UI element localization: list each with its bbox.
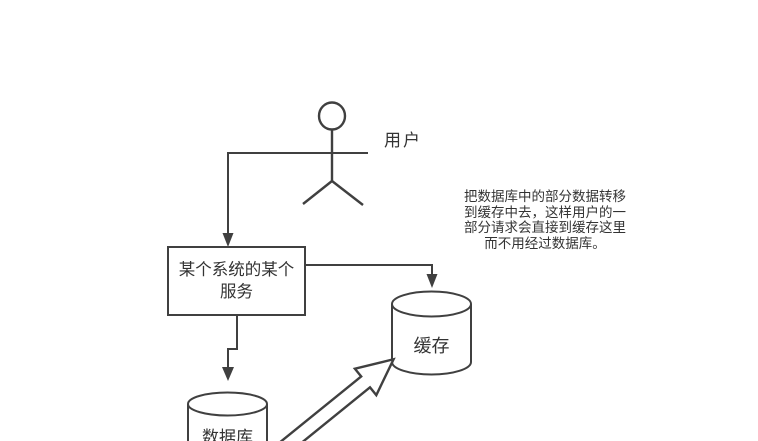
database-to-cache-block-arrow xyxy=(277,357,396,441)
arrowhead-into-cache xyxy=(426,274,438,288)
database-label: 数据库 xyxy=(202,428,253,441)
service-box-label-line2: 服务 xyxy=(220,283,253,301)
database-cylinder xyxy=(187,391,268,441)
user-actor-figure xyxy=(302,101,364,206)
annotation-line-3: 部分请求会直接到缓存这里 xyxy=(464,220,626,236)
database-cylinder-top xyxy=(187,391,268,417)
cache-cylinder-top xyxy=(391,290,472,318)
annotation-note: 把数据库中的部分数据转移 到缓存中去，这样用户的一 部分请求会直接到缓存这里 而… xyxy=(448,189,642,251)
annotation-line-2: 到缓存中去，这样用户的一 xyxy=(464,204,626,220)
user-to-service-connector xyxy=(222,152,368,247)
actor-right-leg xyxy=(331,180,364,206)
cache-cylinder xyxy=(391,290,472,376)
arrowhead-into-database xyxy=(222,367,234,381)
arrowhead-into-service xyxy=(222,233,234,247)
actor-head xyxy=(317,101,347,131)
service-to-database-connector xyxy=(222,315,238,381)
cache-cylinder-body xyxy=(391,304,472,376)
annotation-line-1: 把数据库中的部分数据转移 xyxy=(464,189,626,204)
service-box-label: 某个系统的某个 服务 xyxy=(168,247,305,315)
actor-left-leg xyxy=(302,180,333,205)
annotation-line-4: 而不用经过数据库。 xyxy=(484,235,606,251)
service-to-cache-connector xyxy=(305,264,438,288)
user-label: 用户 xyxy=(384,131,422,150)
service-box xyxy=(167,246,306,316)
service-box-label-line1: 某个系统的某个 xyxy=(178,261,295,279)
cache-label: 缓存 xyxy=(413,336,450,356)
